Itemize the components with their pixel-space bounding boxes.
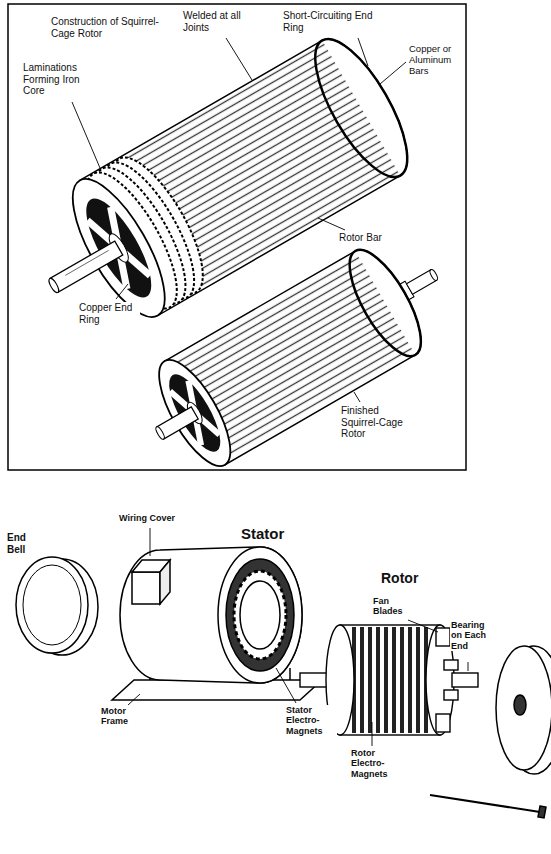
part-label: Wiring Cover [118, 513, 176, 523]
part-label: Rotor Electro-Magnets [350, 748, 402, 779]
part-label: Bearing on Each End [450, 620, 496, 651]
part-label: End Bell [6, 532, 40, 555]
part-label: Copper End Ring [78, 302, 140, 325]
part-label: Finished Squirrel-Cage Rotor [340, 405, 417, 440]
part-label: Stator Electro-Magnets [285, 705, 337, 736]
part-label: Rotor [380, 570, 419, 586]
part-label: Fan Blades [372, 596, 410, 617]
part-label: Rotor Bar [338, 232, 383, 244]
part-label: Laminations Forming Iron Core [22, 62, 94, 97]
part-label: Copper or Aluminum Bars [408, 44, 465, 77]
part-label: Motor Frame [100, 706, 142, 727]
part-label: Stator [240, 525, 285, 542]
part-label: Welded at all Joints [182, 10, 244, 33]
part-label: Short-Circuiting End Ring [282, 10, 379, 33]
part-label: Construction of Squirrel-Cage Rotor [50, 16, 162, 39]
